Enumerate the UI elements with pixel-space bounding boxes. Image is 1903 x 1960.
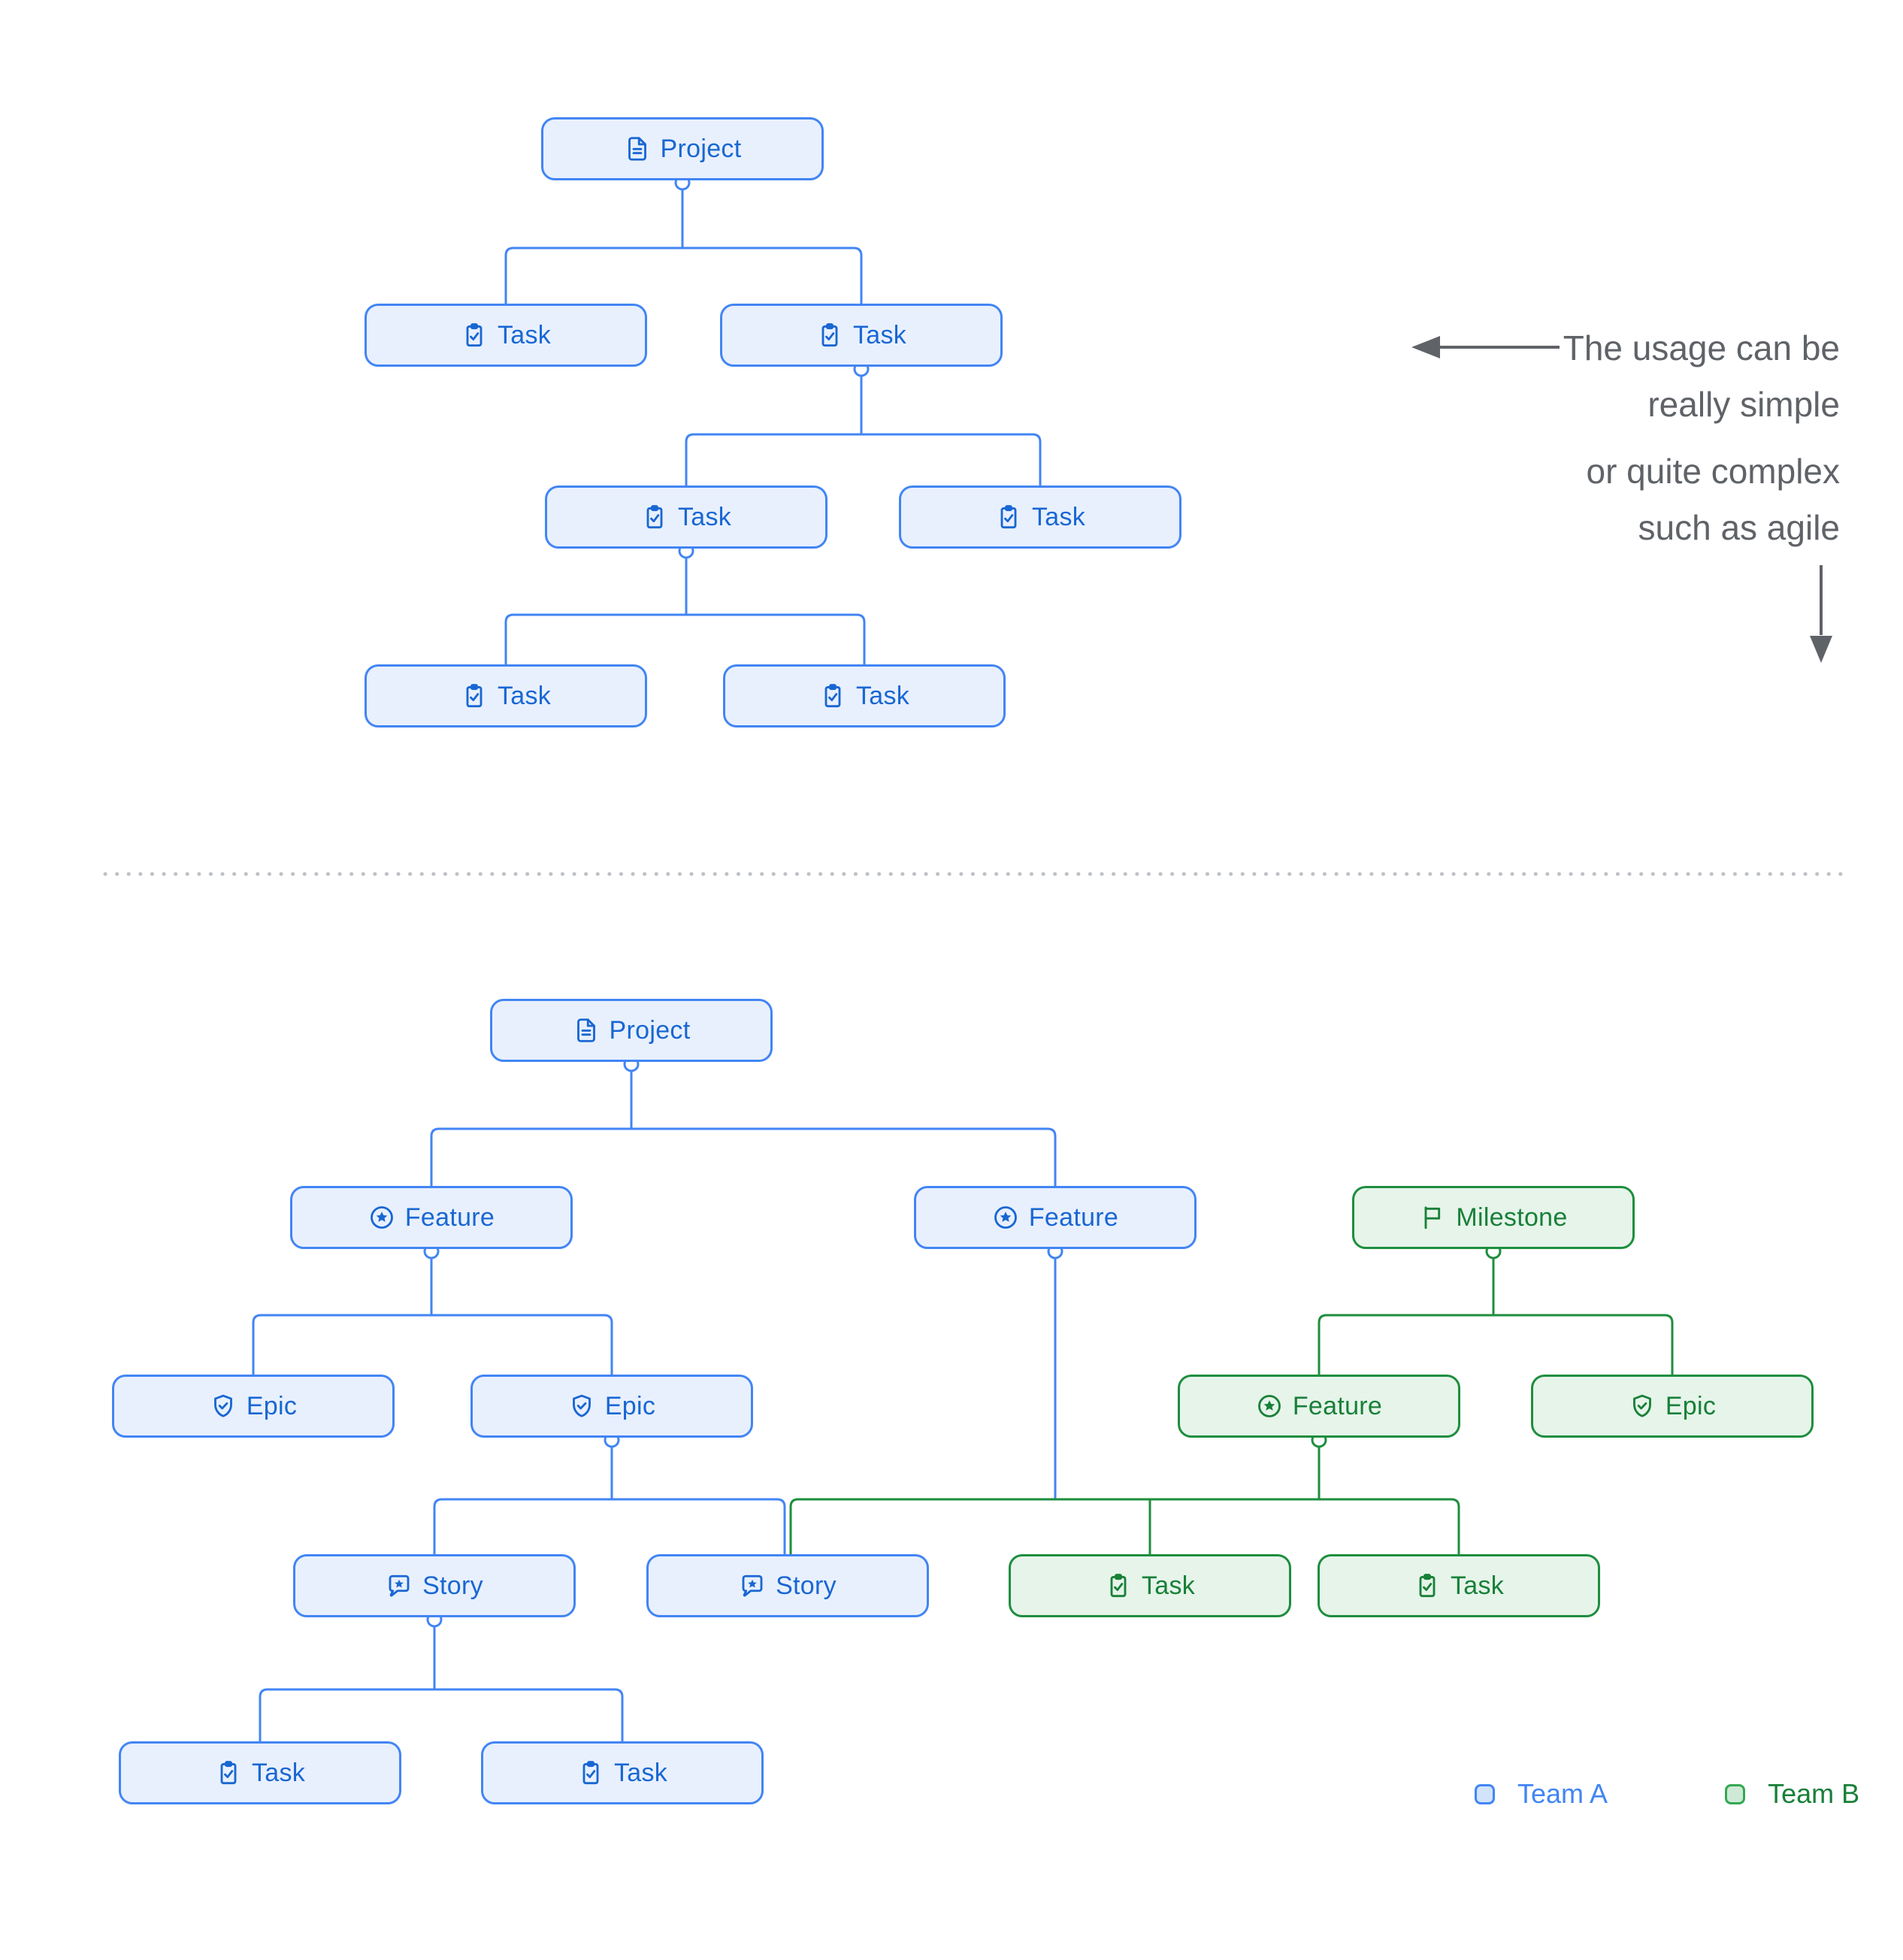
node-task: Task bbox=[1009, 1554, 1291, 1617]
node-epic: Epic bbox=[1531, 1375, 1814, 1438]
edge-milestone-children bbox=[1318, 1249, 1674, 1375]
edge-project-tasks bbox=[504, 180, 863, 304]
edge-task2-children bbox=[685, 367, 1042, 485]
node-label: Task bbox=[1141, 1571, 1196, 1600]
node-epic: Epic bbox=[112, 1375, 395, 1438]
node-task: Task bbox=[545, 485, 827, 549]
edge-feature1-epics bbox=[252, 1249, 613, 1375]
node-label: Epic bbox=[604, 1391, 656, 1420]
annotation-line: or quite complex bbox=[1586, 452, 1841, 491]
node-task: Task bbox=[365, 304, 647, 367]
node-task: Task bbox=[481, 1741, 764, 1804]
node-project: Project bbox=[490, 999, 773, 1062]
node-label: Story bbox=[422, 1571, 483, 1600]
annotation-line: The usage can be bbox=[1563, 328, 1840, 368]
node-feature: Feature bbox=[290, 1186, 573, 1249]
node-story: Story bbox=[293, 1554, 576, 1617]
edge-project2-features bbox=[430, 1062, 1057, 1186]
node-label: Epic bbox=[1665, 1391, 1717, 1420]
arrow-left-head bbox=[1411, 336, 1440, 358]
node-label: Project bbox=[609, 1015, 691, 1045]
edge-story1-tasks bbox=[259, 1617, 624, 1741]
node-label: Task bbox=[251, 1758, 306, 1787]
node-label: Task bbox=[677, 502, 732, 531]
node-label: Task bbox=[855, 681, 910, 710]
edge-task3-children bbox=[504, 549, 866, 664]
node-epic: Epic bbox=[470, 1375, 753, 1438]
node-task: Task bbox=[720, 304, 1003, 367]
node-task: Task bbox=[1318, 1554, 1600, 1617]
node-label: Task bbox=[1450, 1571, 1505, 1600]
node-label: Feature bbox=[404, 1202, 495, 1232]
team-a-label: Team A bbox=[1517, 1778, 1608, 1809]
node-label: Milestone bbox=[1456, 1202, 1568, 1232]
node-task: Task bbox=[365, 664, 647, 727]
node-label: Task bbox=[497, 681, 552, 710]
arrow-down-head bbox=[1810, 636, 1832, 663]
node-project: Project bbox=[541, 117, 824, 180]
legend: Team A Team B bbox=[1475, 1778, 1859, 1810]
node-story: Story bbox=[646, 1554, 929, 1617]
node-feature: Feature bbox=[1178, 1375, 1460, 1438]
node-task: Task bbox=[723, 664, 1006, 727]
node-task: Task bbox=[899, 485, 1181, 549]
node-label: Feature bbox=[1028, 1202, 1119, 1232]
team-a-swatch bbox=[1475, 1783, 1495, 1804]
node-feature: Feature bbox=[914, 1186, 1197, 1249]
team-b-label: Team B bbox=[1768, 1778, 1860, 1809]
node-label: Task bbox=[852, 320, 907, 349]
node-label: Task bbox=[1031, 502, 1086, 531]
annotation-line: really simple bbox=[1647, 385, 1840, 424]
node-task: Task bbox=[119, 1741, 401, 1804]
node-milestone: Milestone bbox=[1352, 1186, 1635, 1249]
edge-epic2-stories bbox=[433, 1438, 786, 1554]
annotation-line: such as agile bbox=[1638, 508, 1841, 547]
node-label: Epic bbox=[246, 1391, 298, 1420]
team-b-swatch bbox=[1725, 1783, 1746, 1804]
annotation-text: The usage can be really simple or quite … bbox=[1374, 320, 1840, 556]
edge-greenfeature-bus bbox=[789, 1438, 1460, 1554]
node-label: Task bbox=[497, 320, 552, 349]
node-label: Project bbox=[660, 134, 742, 163]
node-label: Story bbox=[776, 1571, 837, 1600]
node-label: Task bbox=[613, 1758, 668, 1787]
node-label: Feature bbox=[1292, 1391, 1383, 1420]
